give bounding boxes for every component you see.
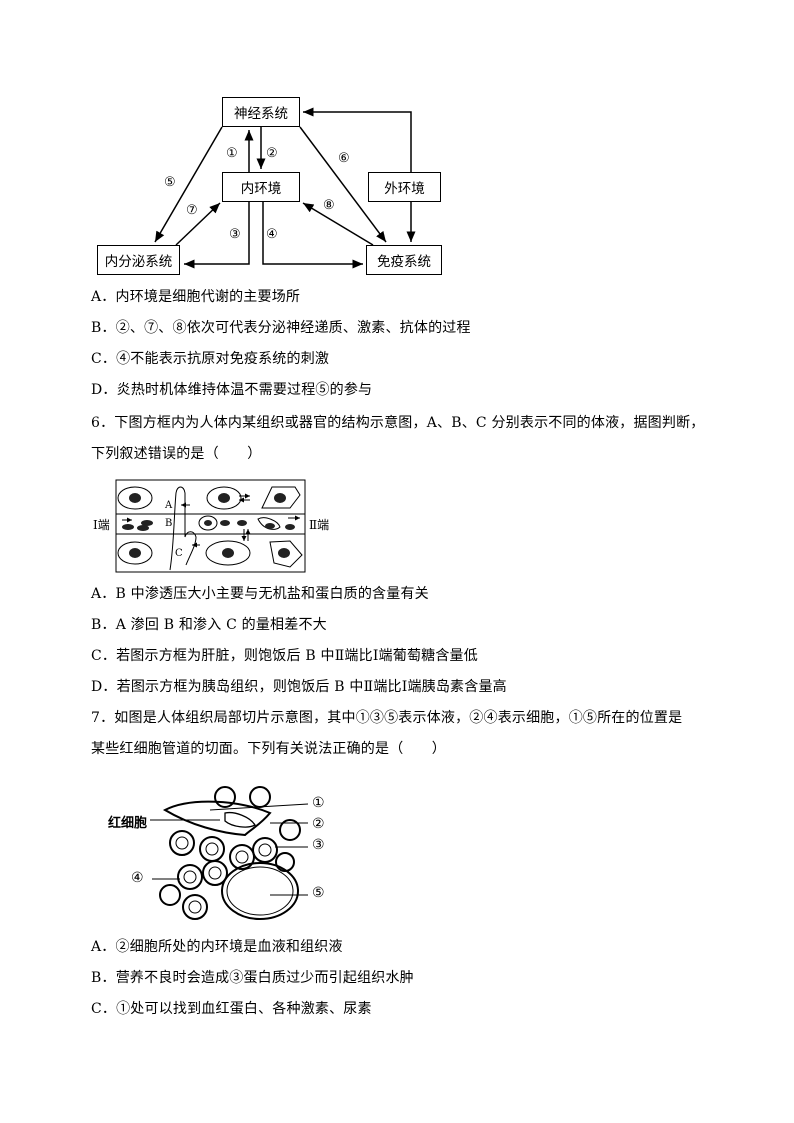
q5-option-b: B．②、⑦、⑧依次可代表分泌神经递质、激素、抗体的过程 [91,320,471,336]
label-fluid-c: C [175,548,183,559]
mark-1: ① [312,795,325,811]
q7-option-a: A．②细胞所处的内环境是血液和组织液 [91,939,343,955]
box-external-environment: 外环境 [368,172,441,202]
q7-stem-line2: 某些红细胞管道的切面。下列有关说法正确的是（ ） [91,741,446,757]
label-4: ④ [266,227,278,242]
label-red-blood-cell: 红细胞 [108,816,148,831]
label-1: ① [226,146,238,161]
label-3: ③ [229,227,241,242]
q5-option-d: D．炎热时机体维持体温不需要过程⑤的参与 [91,382,373,398]
label-end-1: Ⅰ端 [93,518,110,532]
label-7: ⑦ [186,203,198,218]
q6-option-b: B．A 渗回 B 和渗入 C 的量相差不大 [91,617,327,633]
box-internal-environment: 内环境 [222,172,300,202]
label-2: ② [266,146,278,161]
diagram-arrows [154,107,416,269]
box-nervous-system: 神经系统 [222,97,300,127]
q5-option-a: A．内环境是细胞代谢的主要场所 [91,289,301,305]
box-endocrine-system: 内分泌系统 [97,245,180,275]
q6-option-c: C．若图示方框为肝脏，则饱饭后 B 中Ⅱ端比Ⅰ端葡萄糖含量低 [91,648,478,664]
mark-4: ④ [131,870,144,886]
q7-option-c: C．①处可以找到血红蛋白、各种激素、尿素 [91,1001,372,1017]
q6-option-a: A．B 中渗透压大小主要与无机盐和蛋白质的含量有关 [91,586,429,602]
q5-option-c: C．④不能表示抗原对免疫系统的刺激 [91,351,330,367]
q6-stem-line2: 下列叙述错误的是（ ） [91,446,262,462]
label-5: ⑤ [164,175,176,190]
q6-stem-line1: 6．下图方框内为人体内某组织或器官的结构示意图，A、B、C 分别表示不同的体液，… [91,415,705,431]
label-fluid-b: B [165,518,173,529]
label-fluid-a: A [165,500,173,511]
mark-3: ③ [312,837,325,853]
q6-option-d: D．若图示方框为胰岛组织，则饱饭后 B 中Ⅱ端比Ⅰ端胰岛素含量高 [91,679,507,695]
label-end-2: Ⅱ端 [309,518,330,532]
label-6: ⑥ [338,151,350,166]
mark-2: ② [312,816,325,832]
label-8: ⑧ [323,198,335,213]
tissue-figure-drawing [115,479,306,573]
q7-option-b: B．营养不良时会造成③蛋白质过少而引起组织水肿 [91,970,414,986]
tissue-section-drawing [150,786,309,920]
mark-5: ⑤ [312,885,325,901]
box-immune-system: 免疫系统 [366,245,442,275]
q7-stem-line1: 7．如图是人体组织局部切片示意图，其中①③⑤表示体液，②④表示细胞，①⑤所在的位… [91,710,683,726]
